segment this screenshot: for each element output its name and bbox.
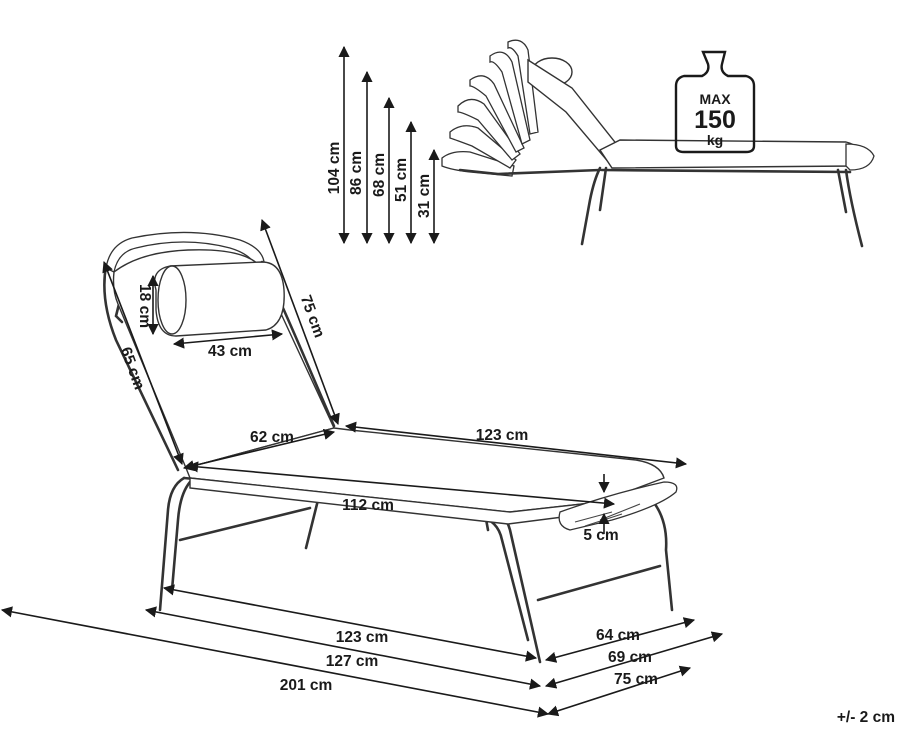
seat-length-label: 123 cm bbox=[476, 427, 529, 444]
backrest-length-label: 75 cm bbox=[297, 293, 328, 340]
height-label-51: 51 cm bbox=[393, 158, 410, 202]
width-64-label: 64 cm bbox=[596, 627, 640, 644]
height-label-31: 31 cm bbox=[416, 174, 433, 218]
mattress-length-label: 112 cm bbox=[342, 497, 394, 514]
height-label-68: 68 cm bbox=[371, 153, 388, 197]
height-label-86: 86 cm bbox=[348, 151, 365, 195]
base-length-123-label: 123 cm bbox=[336, 629, 389, 646]
width-75-label: 75 cm bbox=[614, 671, 658, 688]
side-view-lounger bbox=[441, 39, 875, 248]
main-lounger-drawing bbox=[103, 231, 678, 664]
weight-icon bbox=[674, 50, 756, 154]
max-label: MAX bbox=[699, 91, 731, 107]
max-unit: kg bbox=[707, 132, 723, 148]
max-value: 150 bbox=[694, 106, 736, 134]
base-length-127-label: 127 cm bbox=[326, 653, 379, 670]
height-label-104: 104 cm bbox=[326, 142, 343, 195]
total-length-201-label: 201 cm bbox=[280, 677, 333, 694]
back-width-label: 62 cm bbox=[250, 429, 294, 446]
backrest-height-scale: 104 cm 86 cm 68 cm 51 cm 31 cm bbox=[326, 45, 440, 245]
thickness-label: 5 cm bbox=[583, 527, 618, 544]
tolerance-label: +/- 2 cm bbox=[837, 709, 895, 726]
pillow-width-label: 43 cm bbox=[208, 343, 252, 360]
width-69-label: 69 cm bbox=[608, 649, 652, 666]
max-weight-badge: MAX 150 kg bbox=[674, 50, 756, 154]
dimension-lines bbox=[0, 218, 724, 718]
pillow-height-label: 18 cm bbox=[136, 284, 153, 328]
